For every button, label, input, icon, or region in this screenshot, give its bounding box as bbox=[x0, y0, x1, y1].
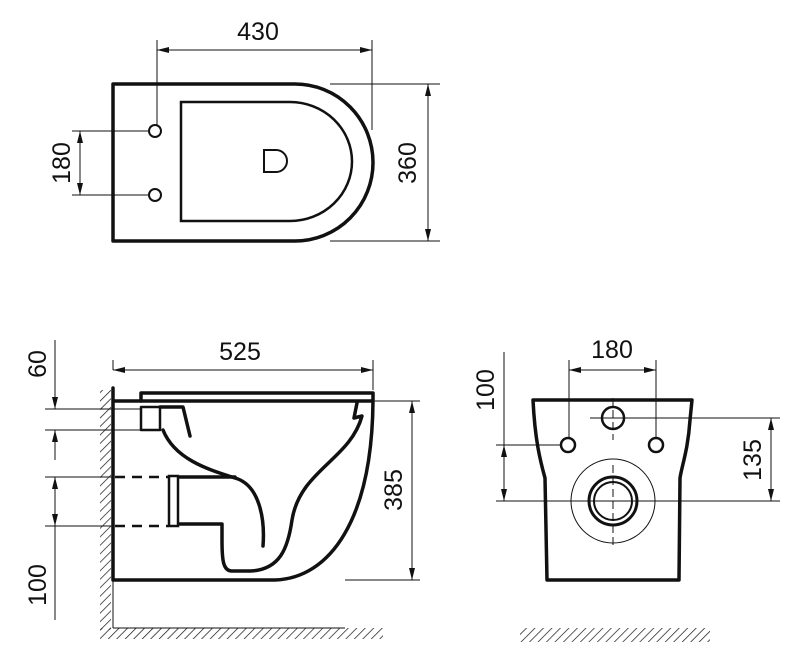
dim-top-offset: 60 bbox=[24, 350, 52, 378]
dim-height: 385 bbox=[380, 469, 408, 511]
dim-side-length: 525 bbox=[219, 338, 261, 366]
seat-opening bbox=[179, 100, 354, 223]
dim-front-hole-spacing: 180 bbox=[591, 336, 633, 364]
seat-lid bbox=[139, 391, 375, 403]
floor-hatch bbox=[100, 628, 383, 639]
dim-width: 360 bbox=[394, 142, 422, 184]
top-view: 430 180 360 bbox=[48, 18, 440, 243]
rear-fixing bbox=[139, 405, 162, 432]
side-view: 525 60 100 385 bbox=[24, 338, 420, 639]
front-outline bbox=[531, 398, 694, 582]
fixing-hole bbox=[647, 436, 665, 454]
drain-symbol bbox=[263, 149, 288, 173]
dim-outlet-height: 135 bbox=[739, 439, 767, 481]
dim-hole-offset: 100 bbox=[472, 369, 500, 411]
bowl-body bbox=[111, 386, 375, 582]
fixing-hole bbox=[148, 124, 162, 138]
dim-length: 430 bbox=[237, 18, 279, 46]
dim-pipe-height: 100 bbox=[24, 564, 52, 606]
outlet-flange bbox=[167, 474, 180, 528]
floor-hatch bbox=[520, 628, 710, 642]
fixing-hole bbox=[559, 436, 577, 454]
fixing-hole bbox=[148, 188, 162, 202]
bowl-outline bbox=[111, 82, 375, 243]
wall-hatch bbox=[100, 390, 111, 630]
dim-hole-spacing: 180 bbox=[48, 142, 76, 184]
front-view: 180 100 135 bbox=[472, 336, 780, 642]
